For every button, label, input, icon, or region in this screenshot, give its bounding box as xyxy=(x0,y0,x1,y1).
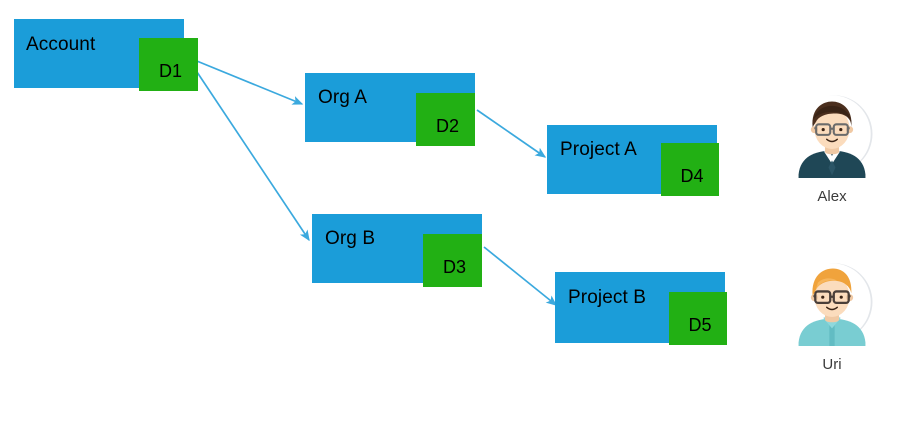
node-account-badge-label: D1 xyxy=(158,61,182,81)
node-project-b-badge-label: D5 xyxy=(688,315,712,335)
edge-org-a-to-project-a xyxy=(476,109,547,158)
node-account[interactable]: D1 Account xyxy=(14,19,198,92)
node-project-a-badge[interactable]: D4 xyxy=(661,143,719,196)
node-org-a[interactable]: D2 Org A xyxy=(305,73,477,146)
node-project-a-label: Project A xyxy=(560,139,637,160)
uri-avatar-icon xyxy=(788,258,876,346)
node-project-a-badge-label: D4 xyxy=(680,166,704,186)
node-project-b-badge[interactable]: D5 xyxy=(669,292,727,345)
node-project-b[interactable]: D5 Project B xyxy=(555,272,727,347)
alex-name-label: Alex xyxy=(817,188,847,205)
node-org-b-label: Org B xyxy=(325,228,376,249)
node-org-b[interactable]: D3 Org B xyxy=(312,214,484,287)
person-uri[interactable]: Uri xyxy=(784,258,880,374)
node-project-a[interactable]: D4 Project A xyxy=(547,125,719,198)
edge-account-to-org-a xyxy=(186,56,304,105)
edge-org-b-to-project-b xyxy=(483,246,558,306)
uri-name-label: Uri xyxy=(822,356,842,373)
node-account-label: Account xyxy=(26,34,96,55)
node-account-badge[interactable]: D1 xyxy=(139,38,198,91)
edge-account-to-org-b xyxy=(186,56,310,242)
node-org-a-label: Org A xyxy=(318,87,368,108)
node-org-b-badge[interactable]: D3 xyxy=(423,234,482,287)
alex-avatar-icon xyxy=(788,90,876,178)
person-alex[interactable]: Alex xyxy=(784,90,880,206)
node-project-b-label: Project B xyxy=(568,287,646,308)
node-org-a-badge[interactable]: D2 xyxy=(416,93,475,146)
node-org-b-badge-label: D3 xyxy=(442,257,466,277)
node-org-a-badge-label: D2 xyxy=(435,116,459,136)
